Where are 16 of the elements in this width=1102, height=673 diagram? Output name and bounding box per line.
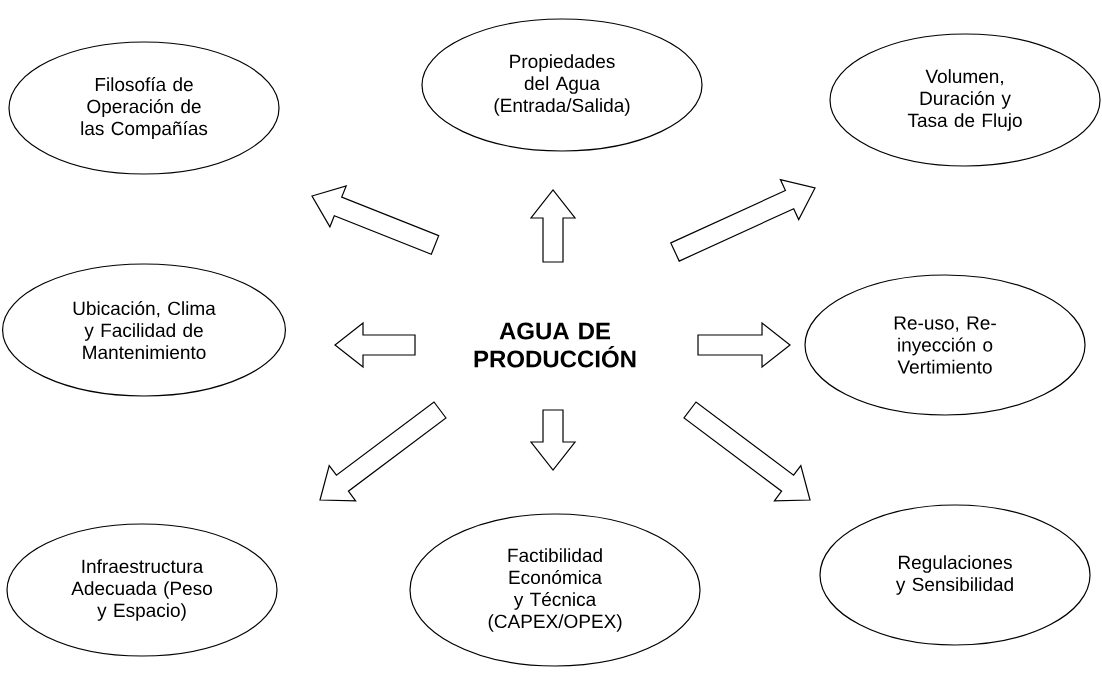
block-arrow xyxy=(683,401,811,502)
block-arrow xyxy=(529,409,577,471)
block-arrow xyxy=(670,178,816,262)
center-label: AGUA DE PRODUCCIÓN xyxy=(474,322,636,368)
ellipse-node: Regulaciones y Sensibilidad xyxy=(819,504,1091,646)
ellipse-node: Factibilidad Económica y Técnica (CAPEX/OPEX) xyxy=(409,513,701,667)
ellipse-node: Filosofía de Operación de las Compañías xyxy=(8,41,280,175)
ellipse-node: Re-uso, Re-inyección o Vertimiento xyxy=(804,274,1086,416)
ellipse-node: Volumen, Duración y Tasa de Flujo xyxy=(829,33,1101,167)
ellipse-node: Ubicación, Clima y Facilidad de Mantenimiento xyxy=(2,263,287,397)
block-arrow xyxy=(334,321,416,369)
block-arrow xyxy=(319,401,447,502)
ellipse-node: Propiedades del Agua (Entrada/Salida) xyxy=(421,18,703,152)
block-arrow xyxy=(529,189,577,263)
ellipse-node: Infraestructura Adecuada (Peso y Espacio) xyxy=(6,523,278,657)
block-arrow xyxy=(697,321,791,369)
